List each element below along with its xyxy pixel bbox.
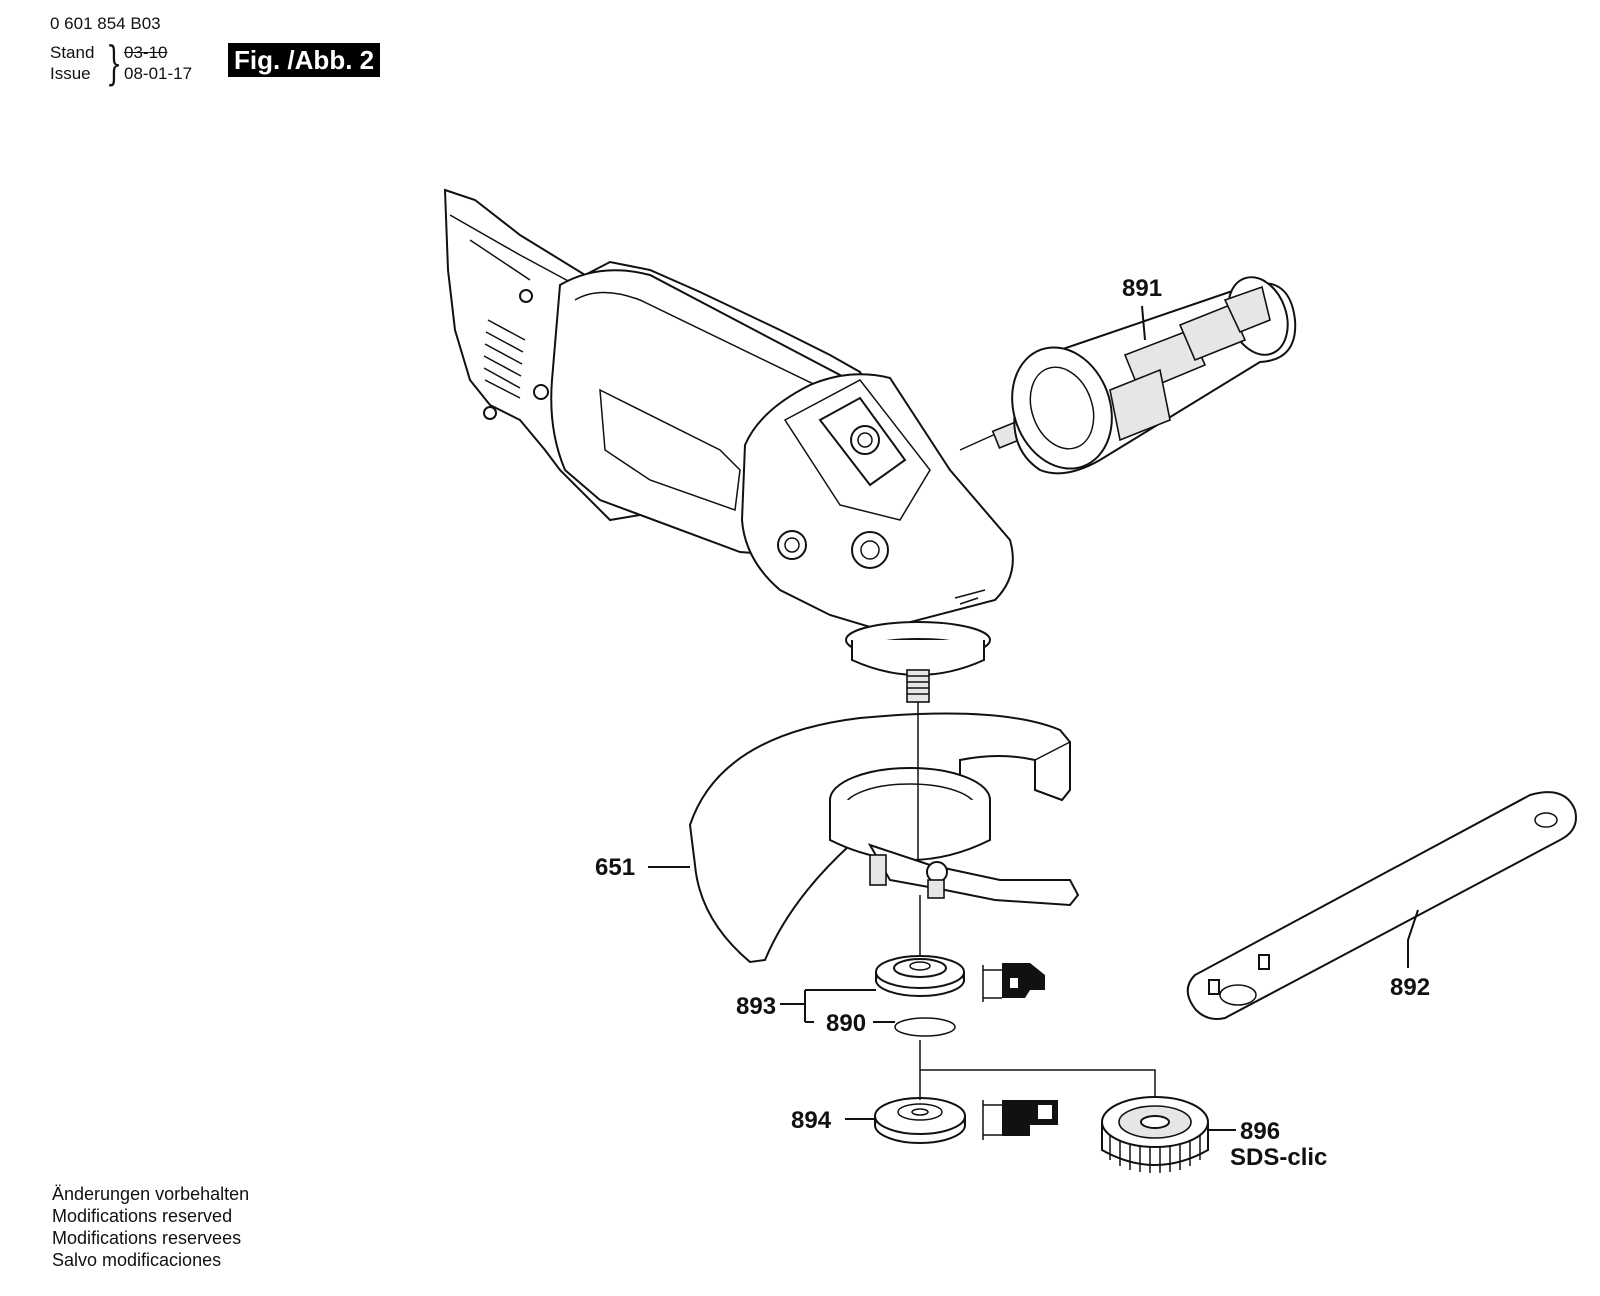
brace-symbol: } <box>106 36 123 90</box>
document-number: 0 601 854 B03 <box>50 14 161 33</box>
issue-date: 08-01-17 <box>124 64 193 83</box>
angle-grinder-body <box>443 188 1014 703</box>
footer-note-de: Änderungen vorbehalten <box>52 1184 250 1204</box>
issue-label: Issue <box>50 64 91 83</box>
footer-note-fr: Modifications reservees <box>52 1228 242 1248</box>
leader-891 <box>1141 305 1146 341</box>
assembly-lines <box>917 702 1156 1100</box>
part-label-894: 894 <box>791 1107 832 1134</box>
side-handle-891 <box>959 276 1297 475</box>
leader-893 <box>780 989 876 1023</box>
wheel-guard-651 <box>688 712 1080 964</box>
quick-clamping-nut-896 <box>1101 1096 1209 1173</box>
footer-note-es: Salvo modificaciones <box>52 1250 222 1270</box>
part-label-892: 892 <box>1390 974 1430 1001</box>
stand-date: 03-10 <box>124 43 168 62</box>
part-label-651: 651 <box>595 854 635 881</box>
part-label-896: 896 <box>1240 1118 1280 1145</box>
part-label-893: 893 <box>736 993 776 1020</box>
stand-label: Stand <box>50 43 95 62</box>
figure-label: Fig. /Abb. 2 <box>228 43 381 77</box>
leader-892 <box>1407 909 1419 968</box>
nut-profile-symbol <box>982 1100 1058 1140</box>
part-label-891: 891 <box>1122 275 1162 302</box>
part-label-890: 890 <box>826 1010 866 1037</box>
sds-clic-label: SDS-clic <box>1230 1144 1327 1171</box>
o-ring-890 <box>894 1017 956 1037</box>
footer-note-en: Modifications reserved <box>52 1206 233 1226</box>
two-pin-spanner-892 <box>1186 791 1577 1020</box>
clamping-nut-894 <box>874 1097 966 1144</box>
flange-profile-symbol <box>982 963 1045 1002</box>
mounting-flange-893 <box>875 955 965 997</box>
